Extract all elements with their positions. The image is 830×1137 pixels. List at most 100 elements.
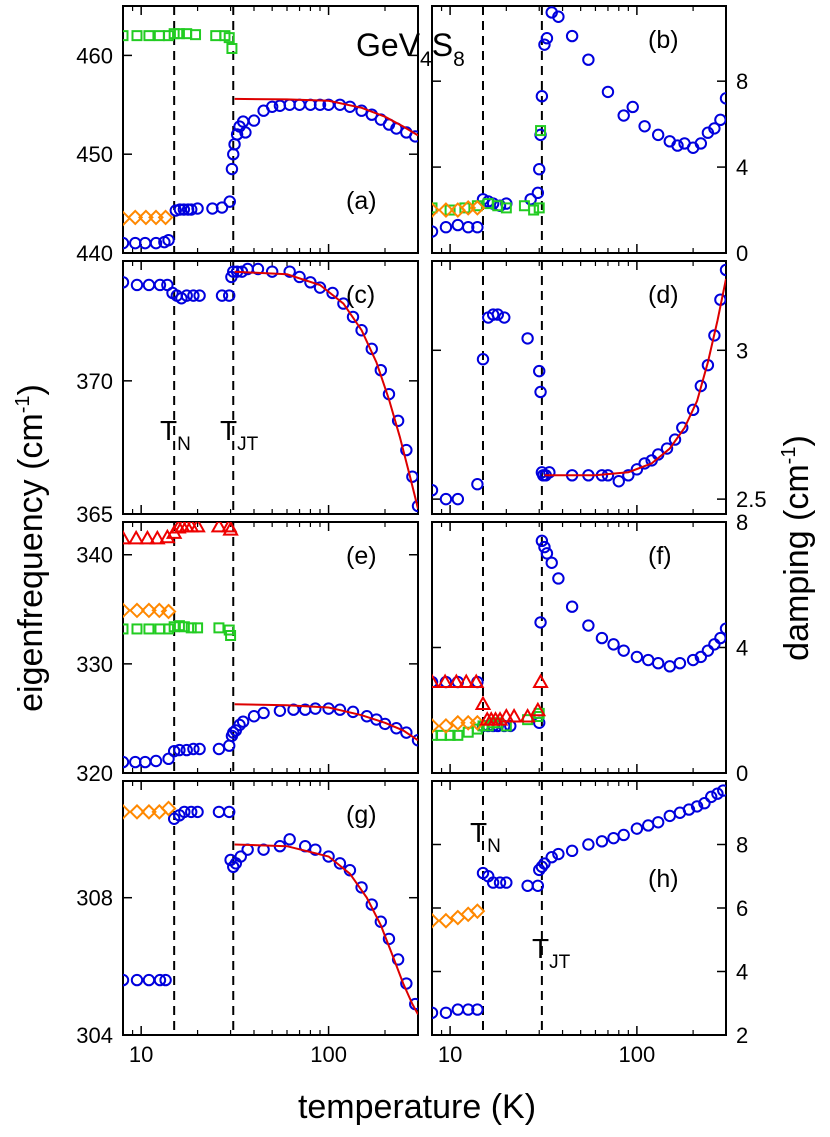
data-point-square [444, 729, 456, 741]
data-point-circle [123, 973, 130, 987]
y-tick-label: 4 [736, 636, 748, 661]
data-point-diamond [157, 209, 174, 226]
data-point-circle [234, 850, 247, 863]
data-point-circle [333, 857, 347, 870]
annotation-tn-h: TN [470, 817, 501, 857]
data-point-square [452, 729, 464, 741]
data-point-circle [227, 726, 240, 739]
data-point-circle [686, 403, 700, 417]
data-point-circle [230, 128, 244, 141]
panel-label: (h) [648, 865, 679, 893]
data-point-circle [153, 278, 167, 292]
data-point-circle [552, 847, 565, 861]
data-point-circle [521, 879, 534, 892]
data-point-circle [173, 743, 186, 757]
data-point-diamond [127, 209, 144, 226]
data-point-circle [193, 742, 206, 756]
data-point-circle [233, 718, 246, 732]
data-point-circle [130, 973, 144, 987]
data-point-diamond [141, 803, 157, 820]
annotation-tjt-h: TJT [532, 933, 571, 973]
data-point-square [153, 30, 165, 42]
x-axis-title: temperature (K) [298, 1088, 536, 1126]
data-point-circle [228, 138, 241, 151]
data-point-circle [432, 225, 439, 238]
data-point-diamond [432, 718, 440, 734]
data-point-circle [630, 822, 644, 835]
panel-b-data [432, 6, 726, 238]
panel-label: (g) [346, 801, 377, 829]
data-point-circle [714, 631, 726, 645]
data-point-circle [223, 739, 236, 752]
panel-label: (e) [346, 542, 377, 570]
data-point-circle [293, 98, 306, 112]
y-tick-label: 330 [76, 652, 113, 677]
data-point-circle [638, 120, 651, 133]
data-point-circle [676, 421, 689, 434]
panel-g-frame [122, 780, 419, 1036]
data-point-circle [462, 221, 475, 234]
data-point-square [535, 125, 547, 137]
annotation-tn-c: TN [160, 415, 191, 455]
data-point-circle [223, 195, 236, 208]
data-point-circle [391, 953, 405, 966]
data-point-triangle [170, 522, 187, 534]
y-tick-label: 8 [736, 69, 748, 94]
data-point-circle [411, 734, 418, 747]
data-point-square [471, 723, 483, 735]
data-point-circle [714, 113, 726, 127]
data-point-circle [694, 137, 708, 150]
data-point-circle [355, 881, 368, 894]
data-point-circle [491, 308, 504, 321]
y-tick-label: 365 [76, 502, 113, 527]
data-point-circle [698, 797, 711, 810]
y-tick-label: 0 [736, 241, 748, 266]
data-point-diamond [151, 602, 168, 619]
data-point-circle [612, 475, 625, 488]
data-point-square [528, 204, 540, 216]
panel-c-data [123, 262, 418, 513]
data-point-circle [540, 547, 554, 560]
data-point-circle [486, 876, 500, 889]
data-point-circle [543, 466, 556, 479]
data-point-circle [191, 202, 204, 215]
data-point-circle [432, 1006, 439, 1019]
data-point-circle [642, 819, 655, 832]
data-point-circle [130, 278, 144, 292]
data-point-circle [617, 828, 630, 842]
data-point-triangle [139, 529, 156, 545]
data-point-triangle [532, 673, 549, 689]
data-point-diamond [123, 210, 131, 227]
x-tick-label: 100 [619, 1042, 656, 1067]
data-point-circle [138, 236, 152, 250]
data-point-circle [251, 262, 265, 276]
data-point-circle [630, 463, 644, 476]
data-point-circle [486, 308, 500, 321]
data-point-circle [187, 742, 200, 756]
data-point-circle [138, 755, 152, 769]
data-point-diamond [123, 602, 131, 619]
data-point-circle [406, 470, 418, 483]
data-point-triangle [458, 673, 475, 689]
data-point-circle [432, 675, 439, 689]
data-point-circle [493, 876, 507, 889]
data-point-square [185, 622, 197, 634]
annotation-tjt-c: TJT [220, 415, 259, 455]
data-point-circle [668, 433, 682, 446]
panel-c-frame [122, 260, 419, 515]
data-point-diamond [129, 803, 145, 820]
data-point-circle [123, 755, 130, 769]
data-point-circle [142, 973, 156, 987]
data-point-circle [178, 805, 191, 819]
data-point-circle [167, 744, 181, 758]
data-point-circle [273, 704, 287, 717]
data-point-circle [534, 385, 547, 399]
y-axis-title-left: eigenfrequency (cm-1) [12, 384, 50, 712]
data-point-circle [400, 443, 413, 457]
data-point-circle [686, 653, 700, 667]
fit-curve [234, 703, 418, 742]
data-point-circle [439, 1006, 453, 1019]
y-tick-label: 8 [736, 510, 748, 535]
